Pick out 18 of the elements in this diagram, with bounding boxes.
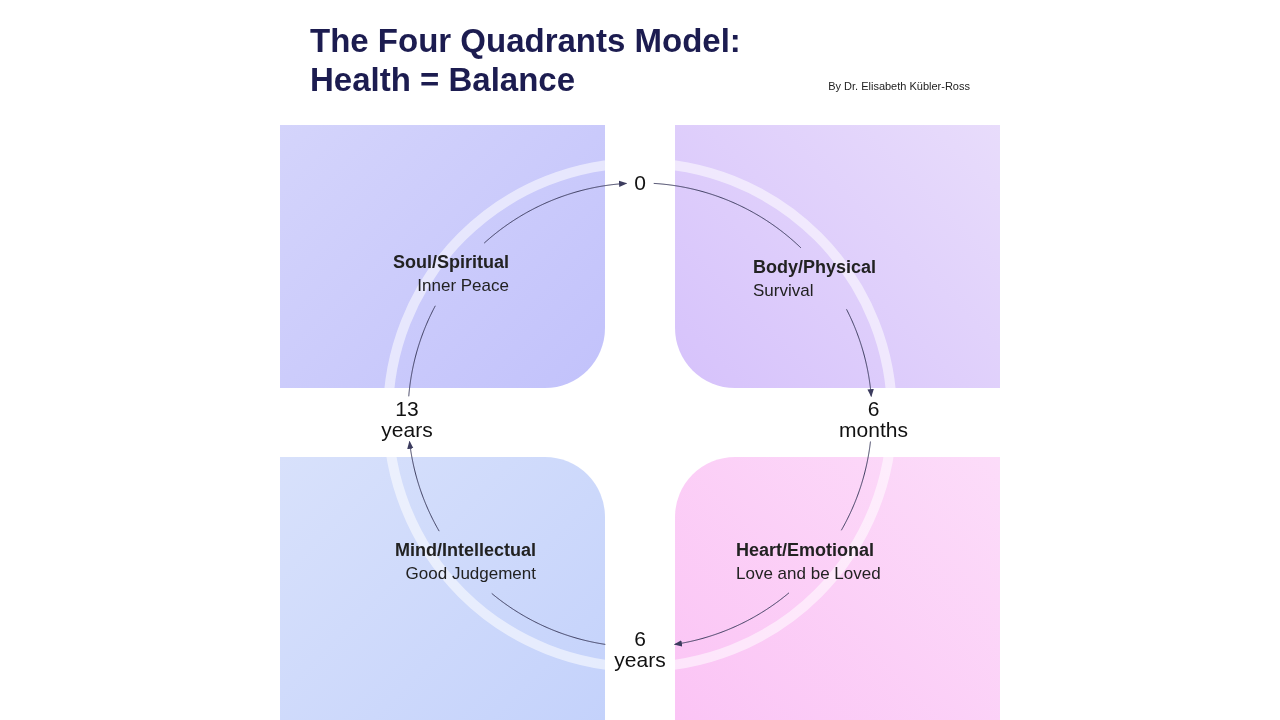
quadrant-text: Inner Peace <box>416 275 509 297</box>
title: The Four Quadrants Model: Health = Balance <box>310 22 742 100</box>
quadrant-heading: Heart/Emotional <box>736 539 876 562</box>
credit-text: By Dr. Elisabeth Kübler-Ross <box>828 80 970 92</box>
quadrant-text: Survival <box>753 280 815 302</box>
stage-label: 6 years <box>607 628 673 670</box>
arrow <box>408 180 628 397</box>
quadrant-heading: Mind/Intellectual <box>394 539 536 562</box>
quadrant-heading: Soul/Spiritual <box>392 251 509 274</box>
quadrant-text: Love and be Loved <box>736 563 882 585</box>
stage-label: 6 months <box>836 398 911 440</box>
arrow <box>407 440 606 645</box>
stage-label: 13 years <box>374 398 440 440</box>
quadrant-text: Good Judgement <box>404 563 536 585</box>
arrow <box>653 182 874 398</box>
arrow <box>673 441 871 647</box>
quadrant-heading: Body/Physical <box>753 256 878 279</box>
stage-label: 0 <box>628 172 652 193</box>
